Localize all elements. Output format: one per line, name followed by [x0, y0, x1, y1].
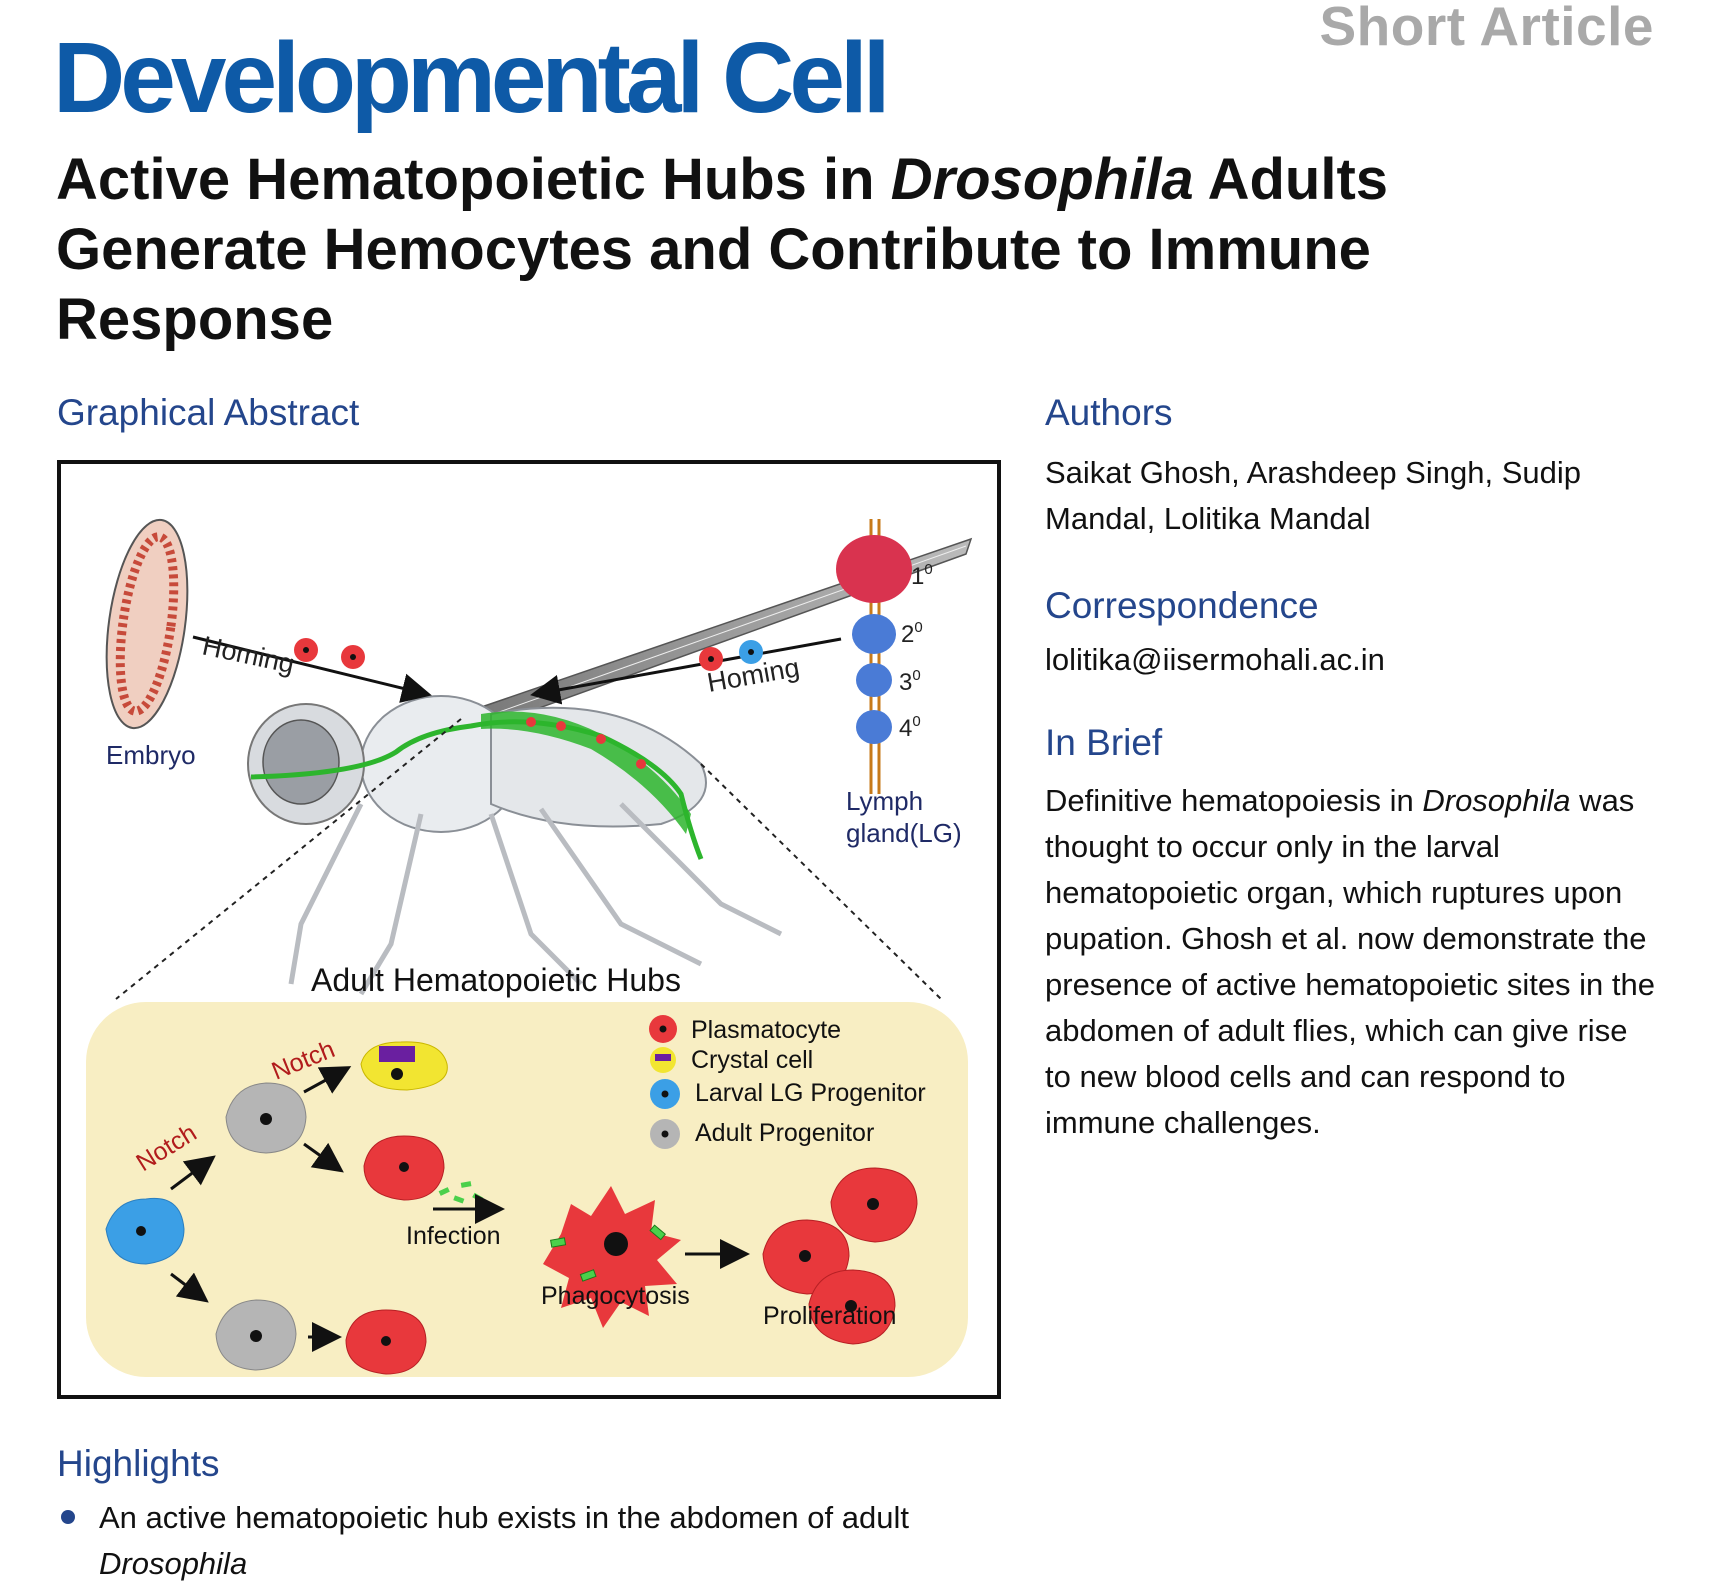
hubs-panel: [86, 1002, 968, 1377]
homing-left-label: Homing: [200, 631, 297, 680]
lineage-diagram: [105, 1041, 918, 1375]
article-title: Active Hematopoietic Hubs in Drosophila …: [56, 145, 1616, 355]
homing-arrow-right: [530, 637, 842, 705]
authors-names: Saikat Ghosh, Arashdeep Singh, Sudip Man…: [1045, 455, 1581, 536]
highlight-item: An active hematopoietic hub exists in th…: [57, 1495, 1017, 1587]
svg-text:20: 20: [901, 619, 923, 648]
in-brief-heading: In Brief: [1045, 722, 1163, 763]
legend-plasmatocyte: Plasmatocyte: [691, 1016, 841, 1044]
in-brief-part-1: Definitive hematopoiesis in: [1045, 783, 1423, 818]
highlights-heading: Highlights: [57, 1443, 220, 1484]
article-type-label: Short Article: [1319, 0, 1654, 57]
correspondence-email[interactable]: lolitika@iisermohali.ac.in: [1045, 642, 1385, 677]
svg-text:40: 40: [899, 713, 921, 742]
highlight-text: An active hematopoietic hub exists in th…: [99, 1500, 909, 1535]
lobe-4-sup: 0: [912, 713, 920, 730]
proliferation-label: Proliferation: [763, 1302, 896, 1330]
lymph-gland-label-2: gland(LG): [846, 818, 962, 848]
lobe-3-label: 3: [899, 669, 912, 696]
svg-text:30: 30: [899, 667, 921, 696]
title-part-2: Adults Generate Hemocytes and Contribute…: [56, 147, 1389, 352]
fly-illustration: [247, 537, 973, 996]
lobe-2-label: 2: [901, 621, 914, 648]
title-italic: Drosophila: [890, 147, 1194, 212]
homing-arrow-left: [192, 635, 432, 703]
graphical-abstract-heading: Graphical Abstract: [57, 392, 360, 433]
in-brief-text: Definitive hematopoiesis in Drosophila w…: [1045, 778, 1655, 1146]
lymph-gland-illustration: [836, 519, 912, 794]
in-brief-part-2: was thought to occur only in the larval …: [1045, 783, 1656, 1140]
graphical-abstract-svg: Embryo Homing Homing: [86, 518, 973, 1377]
legend-larval-lg-progenitor: Larval LG Progenitor: [695, 1079, 926, 1107]
lymph-gland-label-1: Lymph: [846, 786, 923, 816]
correspondence-heading: Correspondence: [1045, 585, 1319, 626]
legend-adult-progenitor: Adult Progenitor: [695, 1119, 874, 1147]
embryo-label: Embryo: [106, 740, 196, 770]
embryo-illustration: [105, 518, 189, 730]
svg-text:10: 10: [911, 561, 933, 590]
infection-label: Infection: [406, 1222, 501, 1250]
authors-heading: Authors: [1045, 392, 1173, 433]
hubs-title: Adult Hematopoietic Hubs: [311, 962, 681, 998]
title-part-1: Active Hematopoietic Hubs in: [56, 147, 891, 212]
legend-crystal-cell: Crystal cell: [691, 1046, 813, 1074]
lobe-3-sup: 0: [912, 667, 920, 684]
graphical-abstract-figure: Embryo Homing Homing: [57, 460, 1001, 1399]
lobe-2-sup: 0: [914, 619, 922, 636]
in-brief-italic: Drosophila: [1422, 783, 1571, 818]
journal-name: Developmental Cell: [53, 22, 891, 134]
cell-legend: Plasmatocyte Crystal cell Larval LG Prog…: [649, 1015, 926, 1149]
phagocytosis-label: Phagocytosis: [541, 1282, 690, 1310]
highlights-list: An active hematopoietic hub exists in th…: [57, 1495, 1017, 1587]
bullet-icon: [61, 1510, 75, 1524]
lobe-1-sup: 0: [924, 561, 932, 578]
highlight-italic: Drosophila: [99, 1546, 248, 1581]
lobe-1-label: 1: [911, 563, 924, 590]
lobe-4-label: 4: [899, 715, 912, 742]
